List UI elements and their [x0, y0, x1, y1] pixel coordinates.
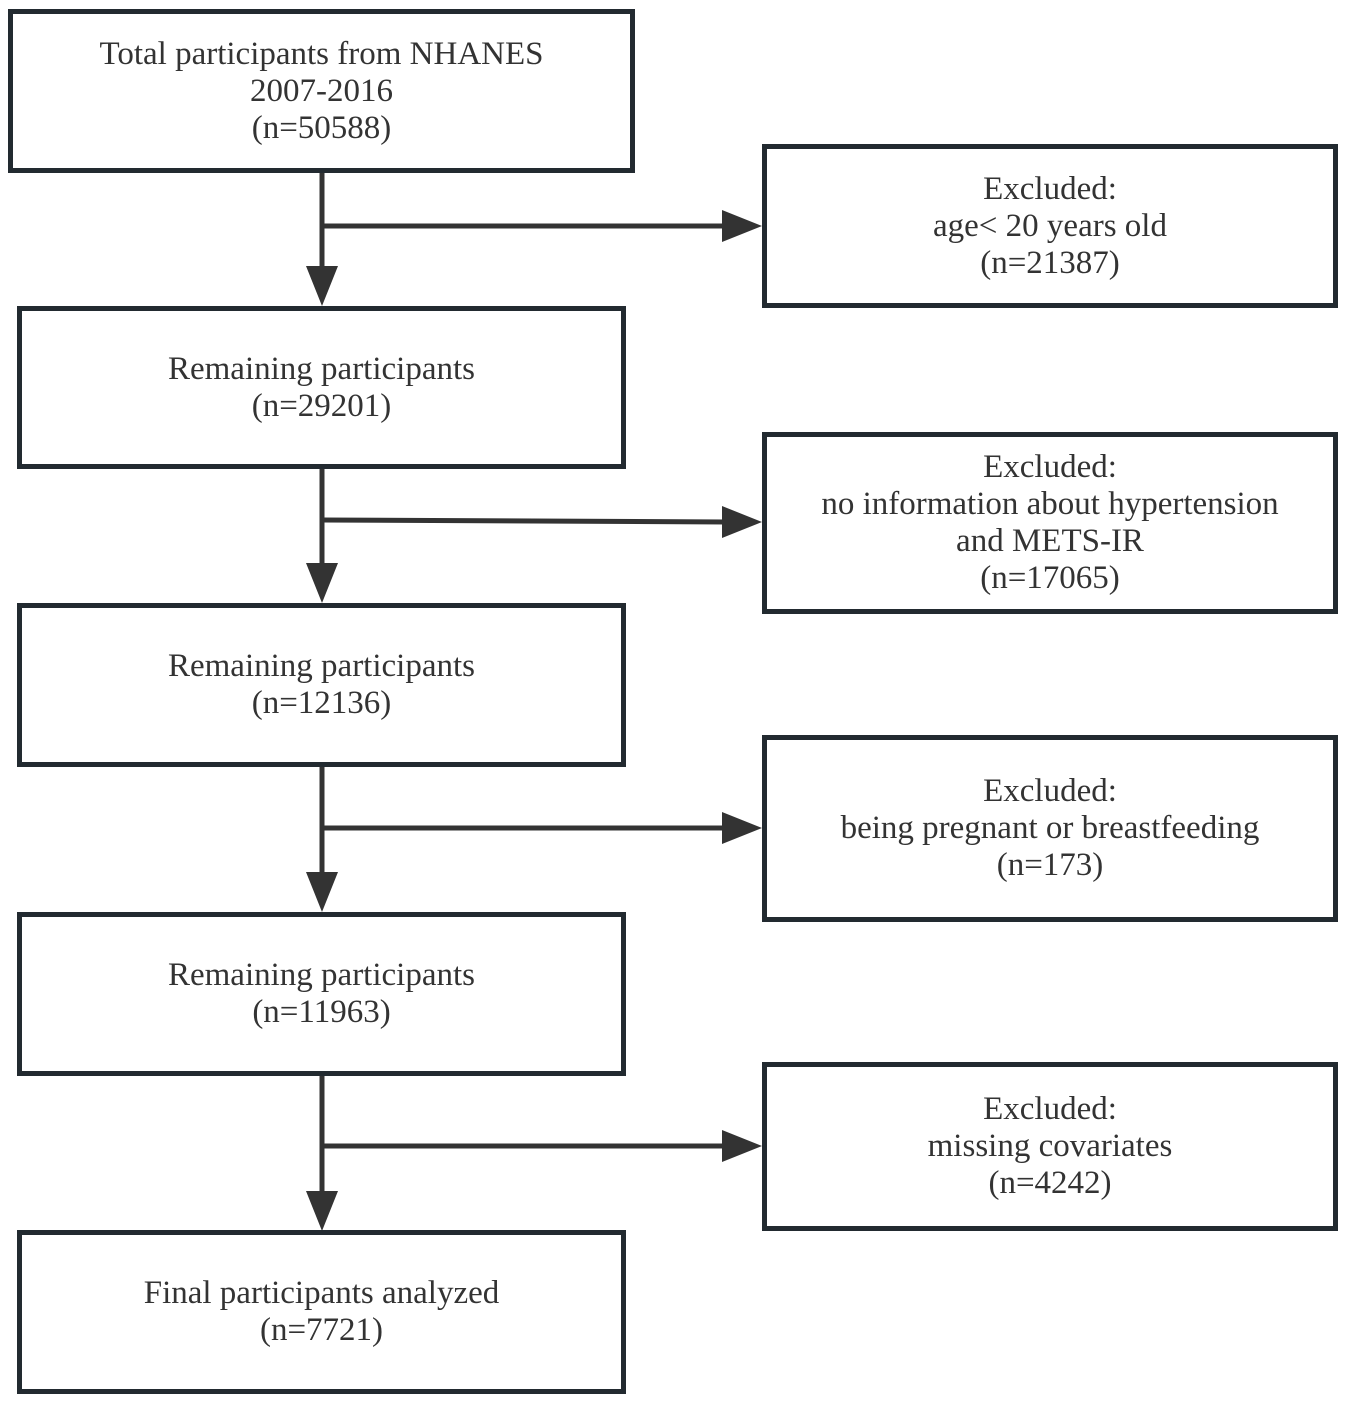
- box-line: (n=11963): [252, 994, 391, 1030]
- box-line: Excluded:: [983, 1091, 1117, 1127]
- excluded-box-pregnant: Excluded: being pregnant or breastfeedin…: [762, 735, 1338, 922]
- box-line: (n=29201): [251, 387, 392, 424]
- excluded-box-hypertension: Excluded: no information about hypertens…: [762, 432, 1338, 614]
- remaining-participants-box-2: Remaining participants (n=12136): [17, 603, 626, 767]
- box-line: Excluded:: [983, 773, 1117, 809]
- right-arrowhead-1: [722, 210, 762, 242]
- box-line: Excluded:: [983, 170, 1117, 207]
- box-line: (n=12136): [251, 685, 392, 721]
- remaining-participants-box-3: Remaining participants (n=11963): [17, 912, 626, 1076]
- right-arrowhead-3: [722, 812, 762, 844]
- box-line: (n=50588): [251, 109, 392, 146]
- down-arrowhead-2: [306, 563, 338, 603]
- down-arrowhead-4: [306, 1191, 338, 1231]
- box-line: Final participants analyzed: [143, 1275, 500, 1311]
- box-line: Remaining participants: [167, 648, 475, 684]
- final-participants-box: Final participants analyzed (n=7721): [17, 1230, 626, 1394]
- box-line: (n=17065): [980, 560, 1120, 596]
- box-line: missing covariates: [927, 1128, 1173, 1164]
- box-line: Total participants from NHANES: [99, 35, 544, 72]
- box-line: Remaining participants: [167, 350, 475, 387]
- box-line: being pregnant or breastfeeding: [840, 810, 1260, 846]
- box-line: (n=7721): [259, 1312, 384, 1348]
- excluded-box-covariates: Excluded: missing covariates (n=4242): [762, 1062, 1338, 1231]
- branch-line-2: [321, 517, 727, 525]
- down-arrowhead-1: [306, 266, 338, 306]
- box-line: (n=21387): [980, 244, 1120, 281]
- remaining-participants-box-1: Remaining participants (n=29201): [17, 306, 626, 469]
- box-line: 2007-2016: [250, 72, 393, 109]
- box-line: age< 20 years old: [933, 207, 1167, 244]
- down-arrowhead-3: [306, 872, 338, 912]
- box-line: no information about hypertension: [821, 486, 1279, 522]
- right-arrowhead-2: [722, 506, 762, 538]
- excluded-box-age: Excluded: age< 20 years old (n=21387): [762, 144, 1338, 308]
- box-line: (n=4242): [988, 1165, 1112, 1201]
- total-participants-box: Total participants from NHANES 2007-2016…: [8, 9, 635, 173]
- box-line: Excluded:: [983, 449, 1117, 485]
- box-line: (n=173): [996, 847, 1104, 883]
- right-arrowhead-4: [722, 1130, 762, 1162]
- box-line: Remaining participants: [167, 957, 475, 993]
- box-line: and METS-IR: [956, 523, 1144, 559]
